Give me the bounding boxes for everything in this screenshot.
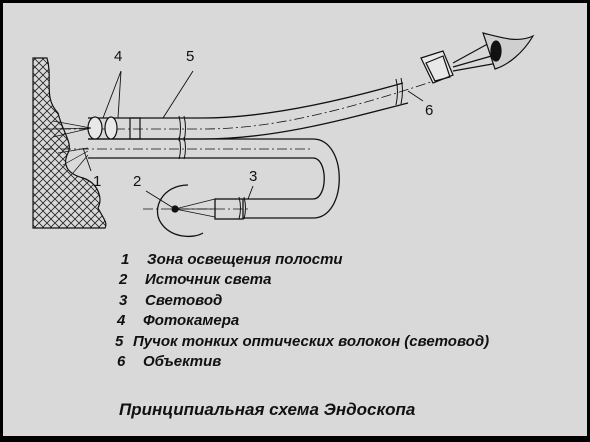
callout-3: 3: [249, 168, 257, 185]
callout-6: 6: [425, 102, 433, 119]
image-fiber-bundle: [88, 82, 409, 140]
light-guide: [88, 138, 340, 219]
leader-lines: [82, 70, 424, 210]
light-source: [156, 184, 244, 238]
camera-lenses: [87, 116, 141, 140]
optical-axis: [43, 77, 444, 210]
cavity-wall: [32, 57, 107, 229]
light-rays: [52, 120, 92, 174]
callout-4: 4: [114, 48, 122, 65]
endoscope-diagram: 4 5 1 2 3 6: [32, 32, 535, 238]
callout-2: 2: [133, 173, 141, 190]
eye-icon: [452, 32, 535, 72]
callout-5: 5: [186, 48, 194, 65]
objective-lens: [420, 50, 454, 84]
diagram-caption: Принципиальная схема Эндоскопа: [119, 400, 416, 419]
callout-1: 1: [93, 173, 101, 190]
break-marks: [178, 77, 403, 220]
